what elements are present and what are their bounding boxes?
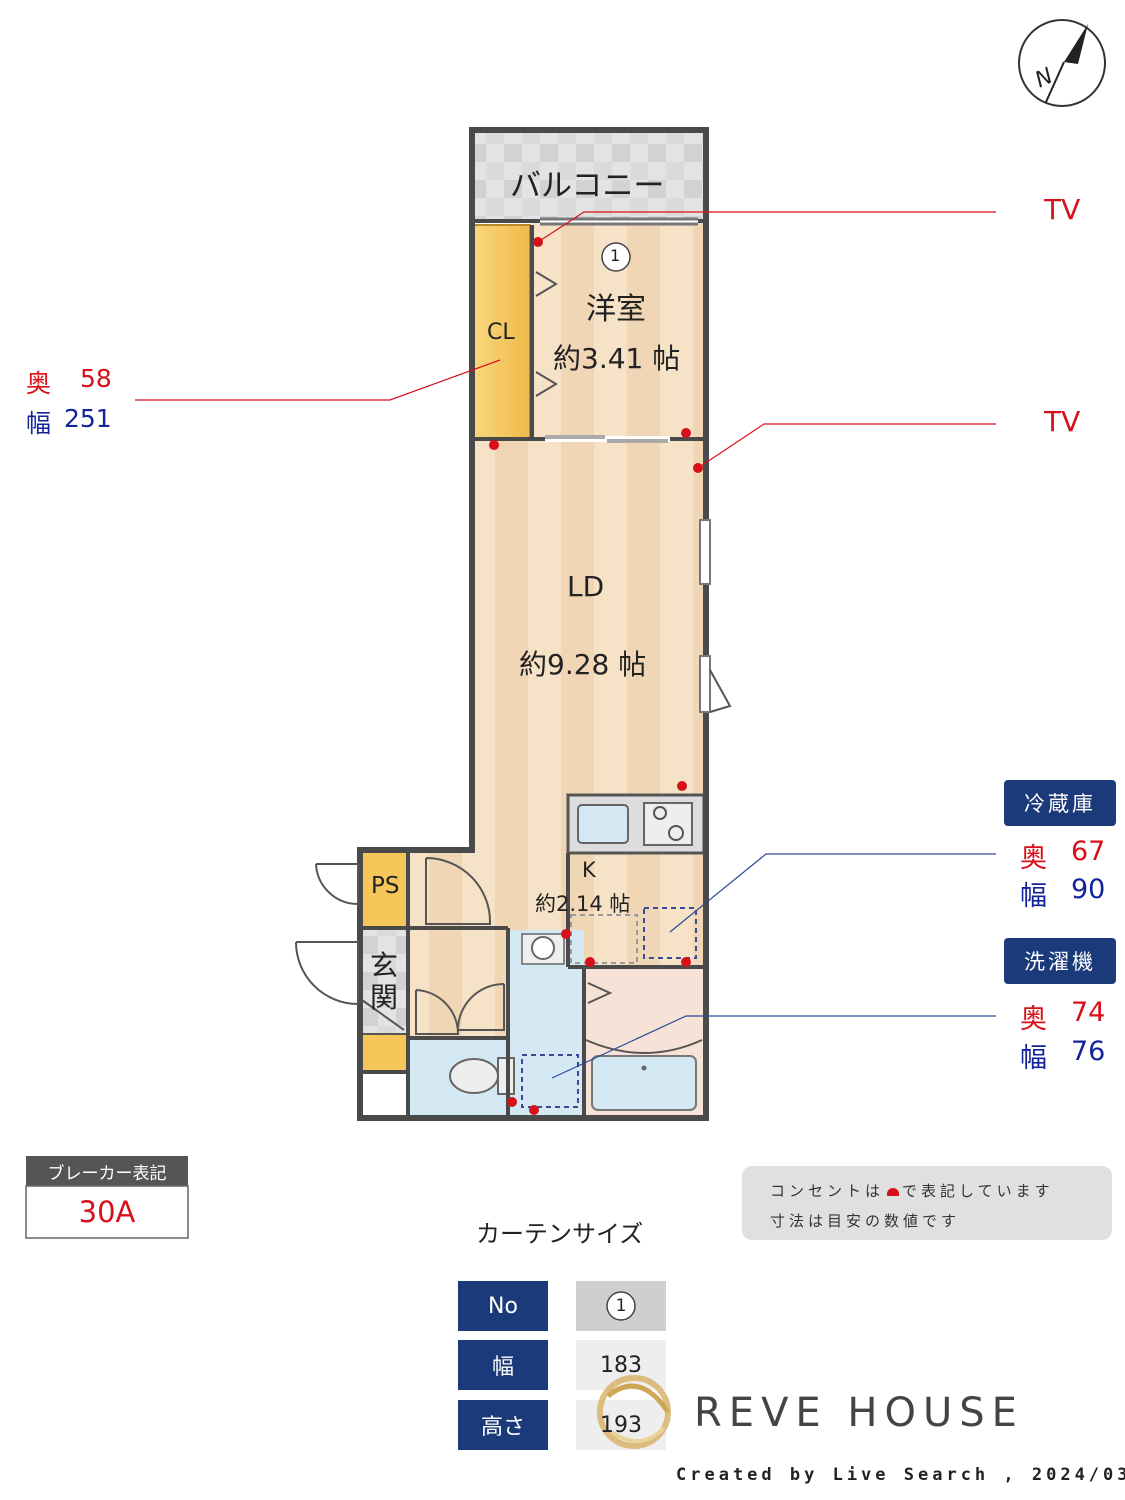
toilet bbox=[449, 1058, 499, 1094]
closet-label: CL bbox=[487, 320, 515, 345]
kitchen-label: K bbox=[582, 858, 596, 882]
breaker-value: 30A bbox=[78, 1195, 136, 1229]
fridge-title: 冷蔵庫 bbox=[1004, 780, 1116, 826]
ld-floor bbox=[474, 439, 704, 967]
outlet-note: コンセントはで表記しています bbox=[770, 1180, 1054, 1201]
washer-depth-value: 74 bbox=[1071, 997, 1106, 1028]
curtain-value-width: 183 bbox=[600, 1352, 642, 1378]
fridge-space bbox=[570, 914, 638, 964]
ps-label: PS bbox=[371, 873, 400, 899]
fridge-width-label: 幅 bbox=[1020, 881, 1047, 912]
curtain-header-height: 高さ bbox=[480, 1415, 525, 1440]
tv-label-lower: TV bbox=[1044, 405, 1081, 438]
washer-width-value: 76 bbox=[1071, 1036, 1106, 1067]
fridge-depth-value: 67 bbox=[1071, 836, 1106, 867]
outlet-icon bbox=[887, 1188, 900, 1196]
ld-label: LD bbox=[567, 570, 605, 603]
washer-title: 洗濯機 bbox=[1004, 938, 1116, 984]
western-room-size: 約3.41 帖 bbox=[553, 342, 681, 375]
western-room-label: 洋室 bbox=[586, 292, 646, 327]
brand-credit: Created by Live Search , 2024/03 bbox=[676, 1465, 1125, 1485]
breaker-title: ブレーカー表記 bbox=[47, 1164, 167, 1184]
brand-name: REVE HOUSE bbox=[694, 1390, 1024, 1436]
ld-size: 約9.28 帖 bbox=[519, 648, 647, 681]
entrance-label: 玄関 bbox=[370, 949, 399, 1014]
washer-space bbox=[521, 1054, 579, 1108]
compass-icon bbox=[1018, 19, 1106, 107]
kitchen-lower-floor bbox=[410, 850, 508, 930]
curtain-title: カーテンサイズ bbox=[476, 1220, 644, 1248]
closet-width-value: 251 bbox=[64, 404, 112, 433]
curtain-header-no: No bbox=[488, 1293, 518, 1319]
western-room-marker: 1 bbox=[610, 246, 621, 265]
closet-depth-value: 58 bbox=[80, 364, 112, 393]
washer-depth-label: 奥 bbox=[1020, 1004, 1047, 1035]
sink bbox=[577, 804, 629, 844]
fridge-width-value: 90 bbox=[1071, 874, 1106, 905]
balcony-label: バルコニー bbox=[510, 168, 665, 204]
balcony-area bbox=[474, 133, 704, 221]
fridge-depth-label: 奥 bbox=[1020, 843, 1047, 874]
curtain-value-no: 1 bbox=[615, 1296, 627, 1316]
fridge-space-2 bbox=[643, 907, 697, 959]
kitchen-size: 約2.14 帖 bbox=[535, 892, 631, 916]
curtain-header-width: 幅 bbox=[491, 1355, 514, 1380]
closet-depth-label: 奥 bbox=[26, 369, 52, 398]
stove bbox=[643, 802, 693, 846]
curtain-value-height: 193 bbox=[600, 1412, 642, 1438]
washer-width-label: 幅 bbox=[1020, 1043, 1047, 1074]
closet-width-label: 幅 bbox=[26, 409, 52, 438]
bathtub bbox=[591, 1055, 697, 1111]
outlet-note-b: で表記しています bbox=[902, 1182, 1054, 1200]
tv-label-upper: TV bbox=[1044, 193, 1081, 226]
dimension-note: 寸法は目安の数値です bbox=[770, 1212, 961, 1230]
outlet-note-a: コンセントは bbox=[770, 1182, 885, 1200]
brand-logo-icon bbox=[597, 1375, 671, 1449]
